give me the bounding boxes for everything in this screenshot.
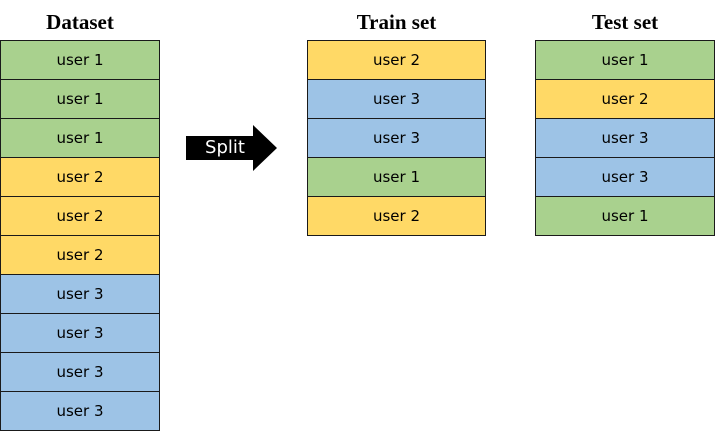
- dataset-row: user 2: [0, 197, 160, 236]
- dataset-row: user 1: [0, 119, 160, 158]
- test-set-row: user 3: [535, 158, 715, 197]
- train-set-title: Train set: [356, 10, 437, 34]
- dataset-title: Dataset: [46, 10, 114, 34]
- dataset-row: user 3: [0, 314, 160, 353]
- test-set-title: Test set: [591, 10, 659, 34]
- dataset-row: user 1: [0, 41, 160, 80]
- test-set-row: user 3: [535, 119, 715, 158]
- split-label: Split: [205, 137, 245, 158]
- test-set-row: user 2: [535, 80, 715, 119]
- dataset-row: user 2: [0, 158, 160, 197]
- train-set-row: user 3: [307, 119, 486, 158]
- train-set-row: user 2: [307, 197, 486, 236]
- train-set-row: user 1: [307, 158, 486, 197]
- train-set-row: user 2: [307, 41, 486, 80]
- dataset-row: user 3: [0, 275, 160, 314]
- split-arrow-icon: [186, 125, 277, 171]
- dataset-row: user 2: [0, 236, 160, 275]
- train-set-row: user 3: [307, 80, 486, 119]
- dataset-row: user 3: [0, 353, 160, 392]
- dataset-row: user 3: [0, 392, 160, 431]
- test-set-row: user 1: [535, 197, 715, 236]
- test-set-row: user 1: [535, 41, 715, 80]
- dataset-row: user 1: [0, 80, 160, 119]
